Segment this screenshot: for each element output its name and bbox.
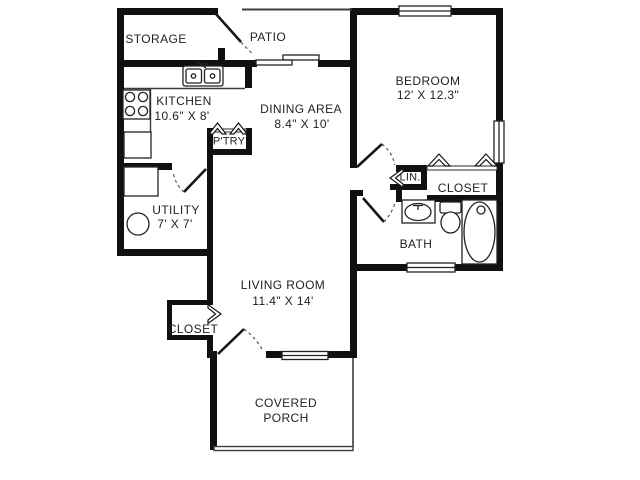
toilet-icon (439, 201, 462, 234)
bedroom-closet-bifold-icon (426, 153, 452, 167)
wall-living-right (350, 190, 357, 358)
storage-door (215, 13, 242, 43)
windows (255, 5, 505, 361)
patio-slider-panel-a (282, 54, 320, 61)
pantry-bifold-icon (228, 122, 249, 135)
wall-lcloset-left (167, 300, 172, 340)
dining-label: DINING AREA (260, 102, 342, 116)
pantry-label: P'TRY (212, 135, 246, 148)
wall-left (117, 8, 124, 256)
wall-lcloset-bottom (167, 335, 213, 340)
wall-pantry-bottom (207, 149, 252, 155)
kitchen-label: KITCHEN (156, 94, 212, 108)
wall-pantry-right (246, 128, 252, 155)
wall-living-bottom-b (266, 351, 282, 358)
bath-label: BATH (399, 237, 433, 251)
bedroom-closet-track (426, 165, 498, 171)
wall-pantry-left (207, 128, 213, 155)
wall-bedroom-left (350, 8, 357, 168)
wall-linen-bottom (390, 184, 427, 190)
wall-patio-stub (218, 48, 225, 62)
wall-living-left-lower (207, 337, 213, 358)
kitchen-sink-icon (182, 61, 224, 87)
bathtub-icon (461, 199, 498, 265)
wall-dining-top (318, 60, 352, 67)
wall-utility-bottom (117, 249, 213, 256)
utility-label: UTILITY (152, 203, 200, 217)
linen-label: LIN. (399, 171, 421, 184)
entry-door (217, 328, 245, 355)
kitchen-fixtures (122, 61, 224, 159)
wall-vanity-stub (396, 190, 402, 202)
door-leaves (183, 13, 385, 355)
wall-lcloset-top (167, 300, 213, 305)
wall-hall-stub (350, 190, 363, 196)
bedroom-dims: 12' X 12.3" (396, 88, 460, 102)
closet-door-symbols (207, 122, 499, 325)
wall-porch-left (210, 358, 217, 450)
water-heater-icon (126, 212, 150, 236)
storage-door-arc (240, 41, 254, 55)
wall-linen-right (421, 165, 427, 190)
utility-door-arc (172, 171, 185, 193)
porch-label-line1: COVERED (254, 396, 318, 410)
stove-icon (122, 89, 151, 120)
vanity-sink-icon (401, 199, 436, 224)
thin-lines (124, 8, 498, 452)
living-closet-label: CLOSET (167, 322, 219, 336)
bedroom-closet-label: CLOSET (437, 181, 489, 195)
living-label: LIVING ROOM (240, 278, 326, 292)
wall-kitchen-stub (245, 60, 252, 88)
door-arcs (172, 41, 396, 352)
bedroom-door (356, 143, 383, 168)
dining-dims: 8.4" X 10' (274, 117, 330, 131)
bedroom-label: BEDROOM (395, 74, 461, 88)
bedroom-closet-bifold-icon (473, 153, 499, 167)
wall-living-left-upper (207, 249, 213, 305)
living-closet-door-arrow-icon (207, 303, 223, 325)
bath-door-arc (383, 202, 396, 223)
entry-door-arc (243, 328, 264, 352)
utility-fixtures (123, 166, 159, 236)
linen-door-arrow-icon (388, 167, 404, 189)
porch-label-line2: PORCH (263, 411, 309, 425)
wall-kitchen-top (117, 60, 257, 67)
wall-living-bottom-c (328, 351, 357, 358)
porch-bottom-edge (213, 445, 354, 452)
living-dims: 11.4" X 14' (252, 294, 314, 308)
refrigerator-icon (123, 131, 152, 159)
kitchen-dims: 10.6" X 8' (154, 109, 210, 123)
storage-label: STORAGE (125, 32, 187, 46)
utility-dims: 7' X 7' (157, 217, 193, 231)
utility-door (183, 168, 207, 193)
wall-storage-top (117, 8, 218, 15)
patio-label: PATIO (249, 30, 287, 44)
patio-slider-panel-b (255, 59, 293, 66)
wall-bedroom-bottom (396, 165, 427, 172)
bath-fixtures (401, 199, 498, 265)
washer-dryer-icon (123, 166, 159, 197)
wall-closet-bath-divider (427, 195, 503, 202)
bedroom-door-arc (381, 143, 396, 166)
bath-door (362, 197, 385, 223)
pantry-bifold-icon (207, 122, 228, 135)
wall-pantry-living-divider (207, 155, 213, 249)
